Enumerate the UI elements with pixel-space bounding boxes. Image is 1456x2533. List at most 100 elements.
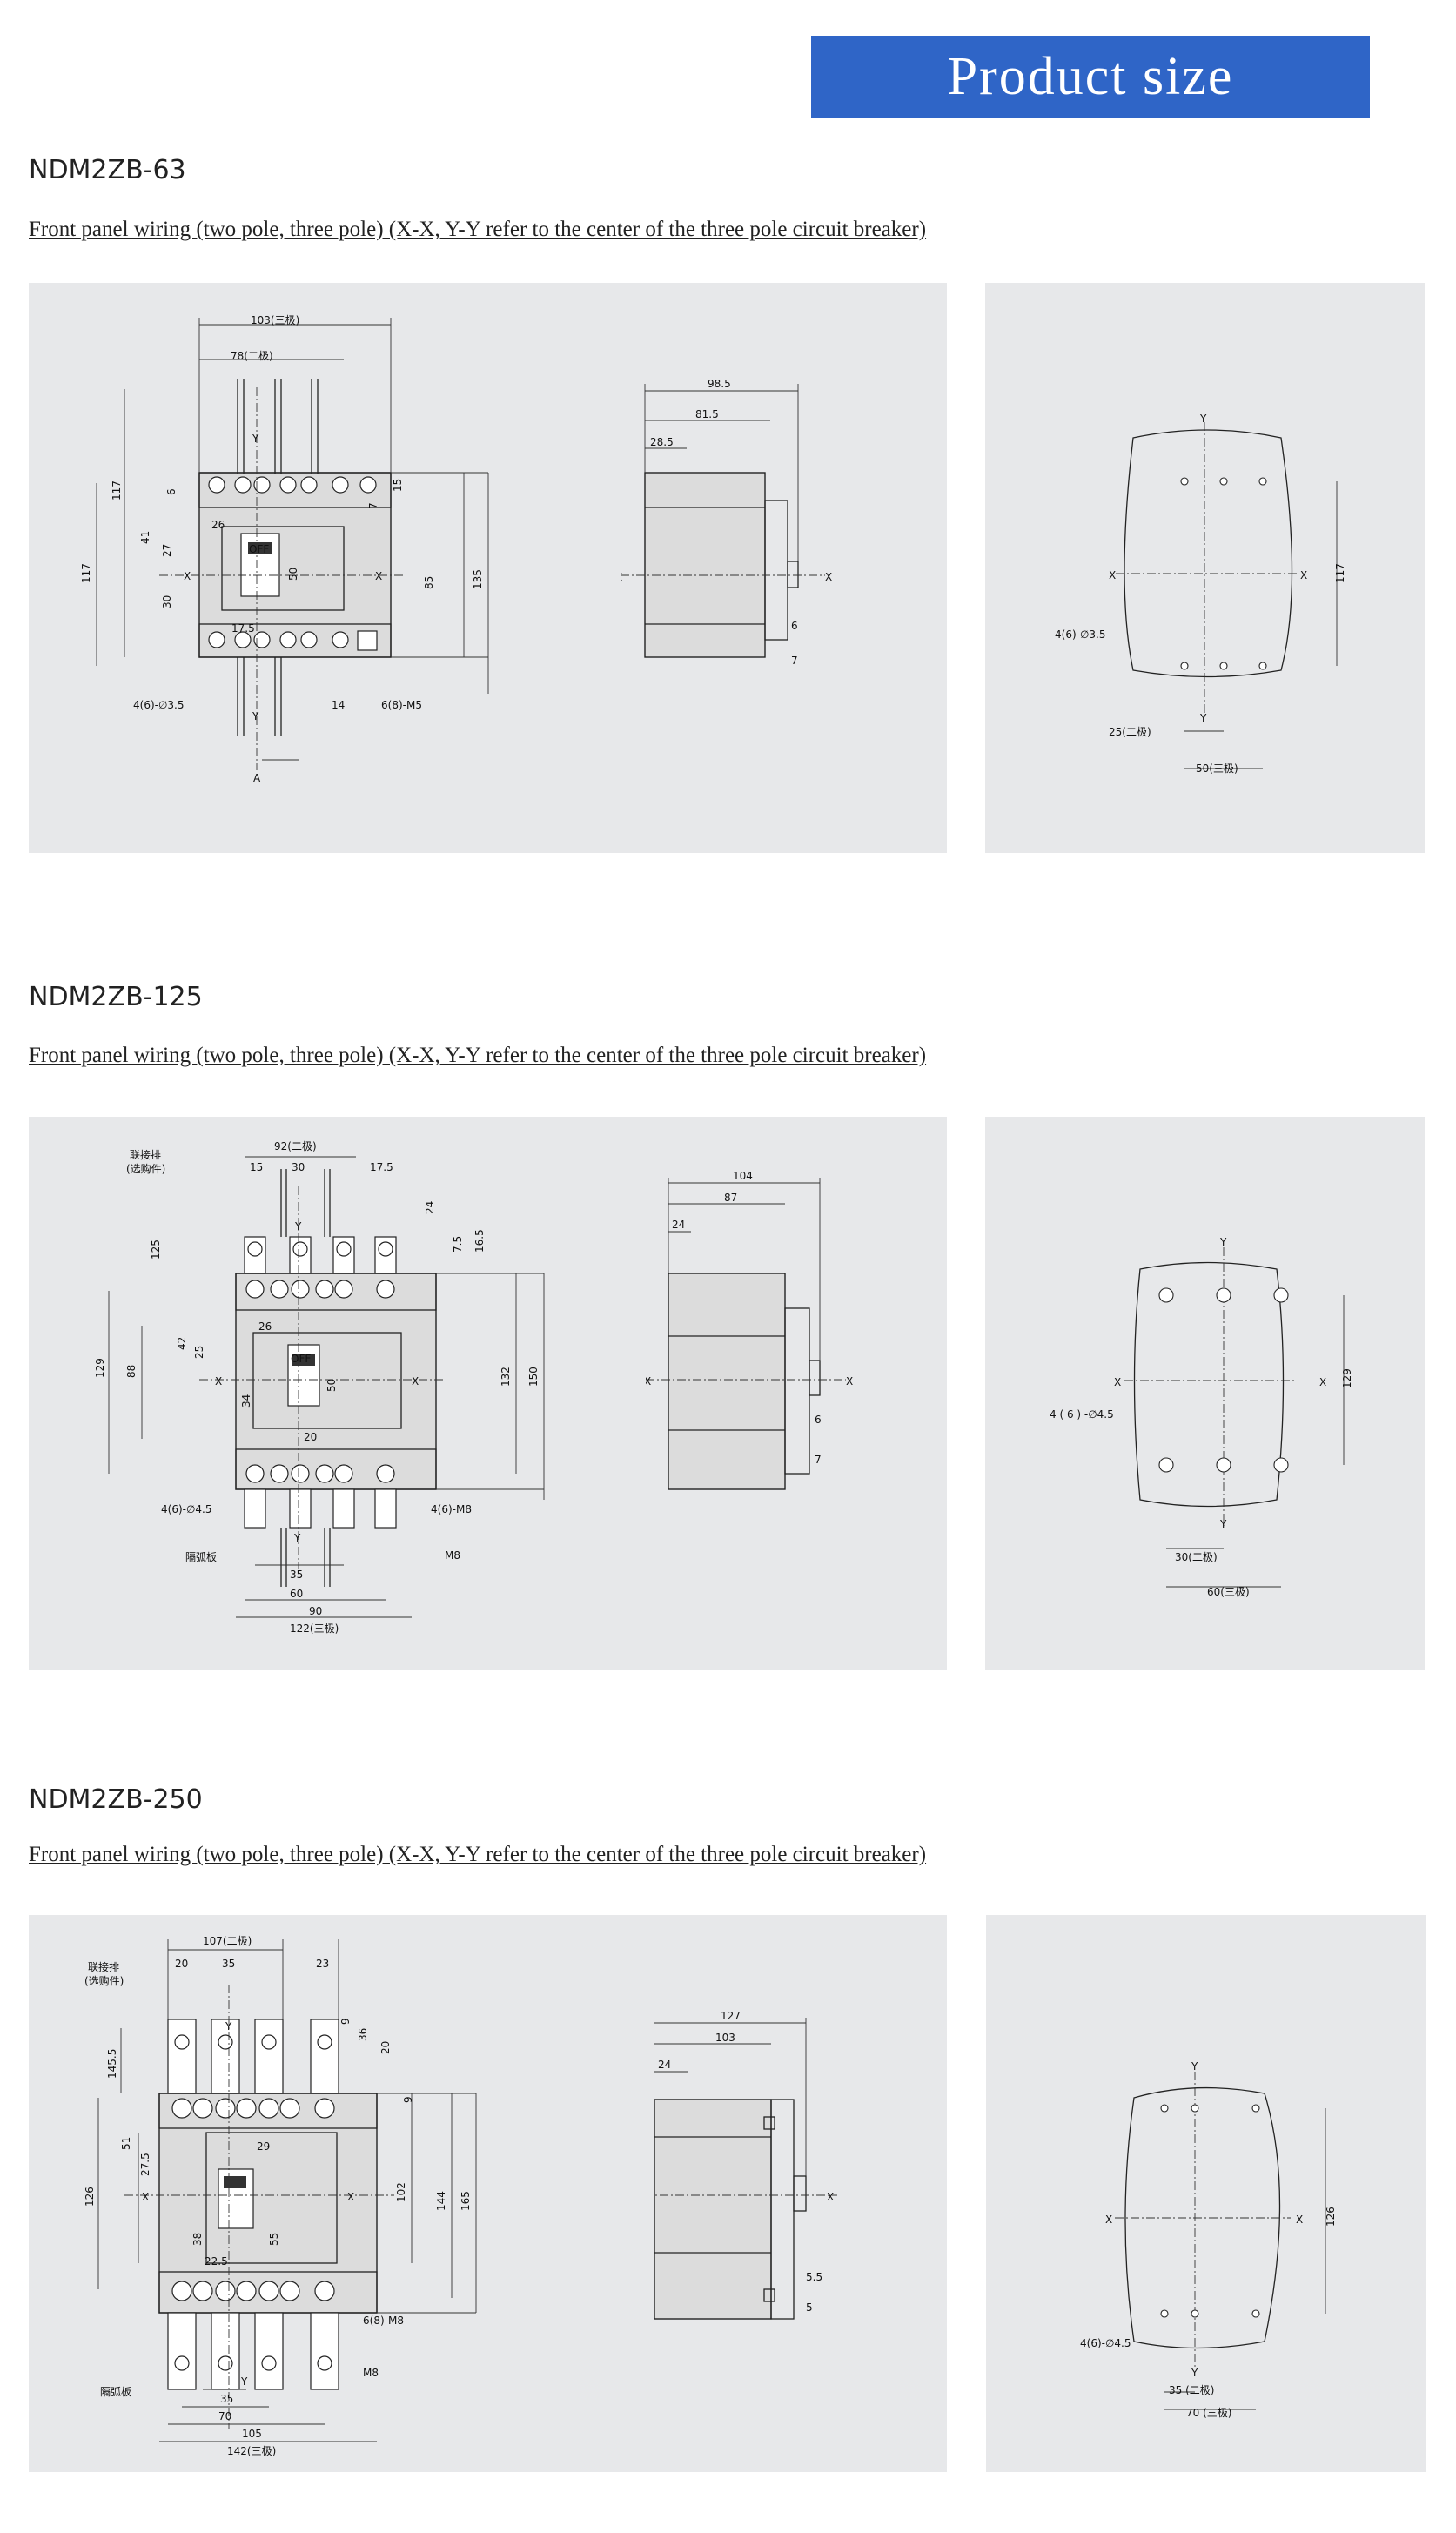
svg-text:Y: Y (1199, 413, 1207, 425)
svg-text:20: 20 (304, 1431, 317, 1443)
model-title-ndm2zb-63: NDM2ZB-63 (29, 155, 186, 185)
svg-text:50(三极): 50(三极) (1196, 763, 1238, 775)
svg-text:7: 7 (815, 1454, 822, 1466)
svg-text:117: 117 (1334, 563, 1346, 583)
svg-text:X: X (184, 570, 191, 582)
svg-text:165: 165 (460, 2191, 472, 2211)
svg-text:122(三极): 122(三极) (290, 1623, 339, 1635)
svg-text:42: 42 (176, 1337, 188, 1350)
svg-text:35 (二极): 35 (二极) (1169, 2384, 1214, 2396)
svg-text:125: 125 (150, 1240, 162, 1260)
svg-text:60: 60 (290, 1588, 303, 1600)
svg-text:9: 9 (339, 2018, 352, 2025)
svg-text:88: 88 (125, 1365, 138, 1378)
svg-text:Y: Y (294, 1220, 302, 1233)
svg-text:117: 117 (80, 563, 92, 583)
svg-text:50: 50 (287, 568, 299, 581)
svg-text:24: 24 (424, 1201, 436, 1214)
svg-text:Y: Y (1191, 2367, 1198, 2379)
model-title-ndm2zb-125: NDM2ZB-125 (29, 982, 203, 1012)
svg-text:X: X (412, 1375, 419, 1387)
svg-text:X: X (1296, 2214, 1303, 2226)
svg-text:132: 132 (500, 1367, 512, 1387)
svg-text:41: 41 (139, 531, 151, 544)
svg-text:X: X (846, 1375, 853, 1387)
svg-text:Y: Y (1199, 712, 1207, 724)
breaker-body (198, 472, 392, 658)
svg-text:6(8)-M8: 6(8)-M8 (363, 2315, 404, 2327)
svg-text:22.5: 22.5 (205, 2255, 228, 2268)
front-view-panel-63: 103(三极) 78(二极) Y 6 117 41 27 30 26 117 X… (29, 283, 947, 853)
svg-text:126: 126 (84, 2187, 96, 2207)
svg-text:17.5: 17.5 (231, 622, 255, 635)
svg-text:Y: Y (252, 433, 259, 445)
svg-text:35: 35 (222, 1958, 235, 1970)
svg-text:126: 126 (1325, 2207, 1337, 2227)
svg-text:X: X (215, 1375, 222, 1387)
svg-text:5.5: 5.5 (806, 2271, 822, 2283)
svg-text:17.5: 17.5 (370, 1161, 393, 1173)
svg-text:92(二极): 92(二极) (274, 1140, 317, 1152)
svg-text:4 ( 6 ) -∅4.5: 4 ( 6 ) -∅4.5 (1050, 1408, 1114, 1421)
svg-text:144: 144 (435, 2191, 447, 2211)
mounting-drawing-250: Y X X 126 4(6)-∅4.5 Y 35 (二极) 70 (三极) (1080, 2060, 1337, 2419)
svg-text:129: 129 (94, 1358, 106, 1378)
side-view-drawing-63: 98.5 81.5 28.5 X X 6 7 (621, 378, 832, 667)
svg-text:127: 127 (721, 2010, 741, 2022)
svg-text:X: X (1319, 1376, 1326, 1388)
svg-text:隔弧板: 隔弧板 (185, 1551, 217, 1563)
svg-text:Y: Y (1219, 1236, 1227, 1248)
svg-text:142(三极): 142(三极) (227, 2445, 276, 2457)
svg-text:104: 104 (733, 1170, 753, 1182)
front-view-drawing-63: 103(三极) 78(二极) Y 6 117 41 27 30 26 117 X… (80, 314, 489, 784)
svg-text:20: 20 (175, 1958, 188, 1970)
svg-text:6(8)-M5: 6(8)-M5 (381, 699, 422, 711)
svg-text:(选购件): (选购件) (126, 1162, 165, 1175)
svg-text:X: X (646, 1375, 651, 1387)
svg-text:70: 70 (218, 2410, 231, 2422)
svg-text:X: X (1300, 569, 1307, 581)
svg-text:25(二极): 25(二极) (1109, 726, 1151, 738)
svg-text:85: 85 (423, 576, 435, 589)
svg-text:6: 6 (815, 1414, 822, 1426)
svg-text:M8: M8 (363, 2367, 379, 2379)
svg-text:X: X (347, 2191, 354, 2203)
svg-text:23: 23 (316, 1958, 329, 1970)
side-view-125: 104 87 24 X X 6 7 (646, 1117, 907, 1670)
product-size-banner: Product size (811, 36, 1370, 118)
mounting-panel-63: Y X X 117 4(6)-∅3.5 Y 25(二极) 50(三极) (985, 283, 1425, 853)
svg-text:X: X (142, 2191, 149, 2203)
svg-text:103(三极): 103(三极) (251, 314, 299, 326)
svg-text:145.5: 145.5 (106, 2049, 118, 2079)
svg-text:X: X (621, 571, 622, 583)
svg-text:14: 14 (332, 699, 345, 711)
svg-text:25: 25 (193, 1346, 205, 1359)
svg-text:6: 6 (791, 620, 798, 632)
svg-text:Y: Y (252, 710, 259, 722)
svg-text:Y: Y (1219, 1518, 1227, 1530)
svg-text:29: 29 (257, 2140, 270, 2153)
svg-text:135: 135 (472, 569, 484, 589)
svg-text:24: 24 (672, 1219, 685, 1231)
svg-text:35: 35 (290, 1569, 303, 1581)
svg-text:90: 90 (309, 1605, 322, 1617)
svg-text:26: 26 (211, 519, 225, 531)
svg-text:OFF: OFF (249, 543, 269, 555)
svg-text:55: 55 (268, 2233, 280, 2246)
svg-text:107(二极): 107(二极) (203, 1935, 252, 1947)
svg-text:A: A (253, 772, 261, 784)
svg-text:(选购件): (选购件) (84, 1974, 124, 1987)
svg-text:联接排: 联接排 (130, 1148, 161, 1161)
svg-text:51: 51 (120, 2137, 132, 2150)
svg-text:81.5: 81.5 (695, 408, 719, 420)
svg-text:4(6)-M8: 4(6)-M8 (431, 1503, 472, 1515)
svg-text:150: 150 (527, 1367, 540, 1387)
svg-text:7: 7 (367, 502, 379, 509)
svg-text:24: 24 (658, 2059, 671, 2071)
front-view-drawing-125: 联接排 (选购件) 92(二极) 15 30 17.5 Y 24 125 7.5… (94, 1140, 545, 1635)
svg-text:78(二极): 78(二极) (231, 350, 273, 362)
mounting-panel-250: Y X X 126 4(6)-∅4.5 Y 35 (二极) 70 (三极) (986, 1915, 1426, 2472)
side-view-drawing-250: 127 103 24 X X 5.5 5 (654, 2010, 837, 2320)
svg-text:6: 6 (165, 488, 178, 495)
svg-text:36: 36 (357, 2028, 369, 2041)
